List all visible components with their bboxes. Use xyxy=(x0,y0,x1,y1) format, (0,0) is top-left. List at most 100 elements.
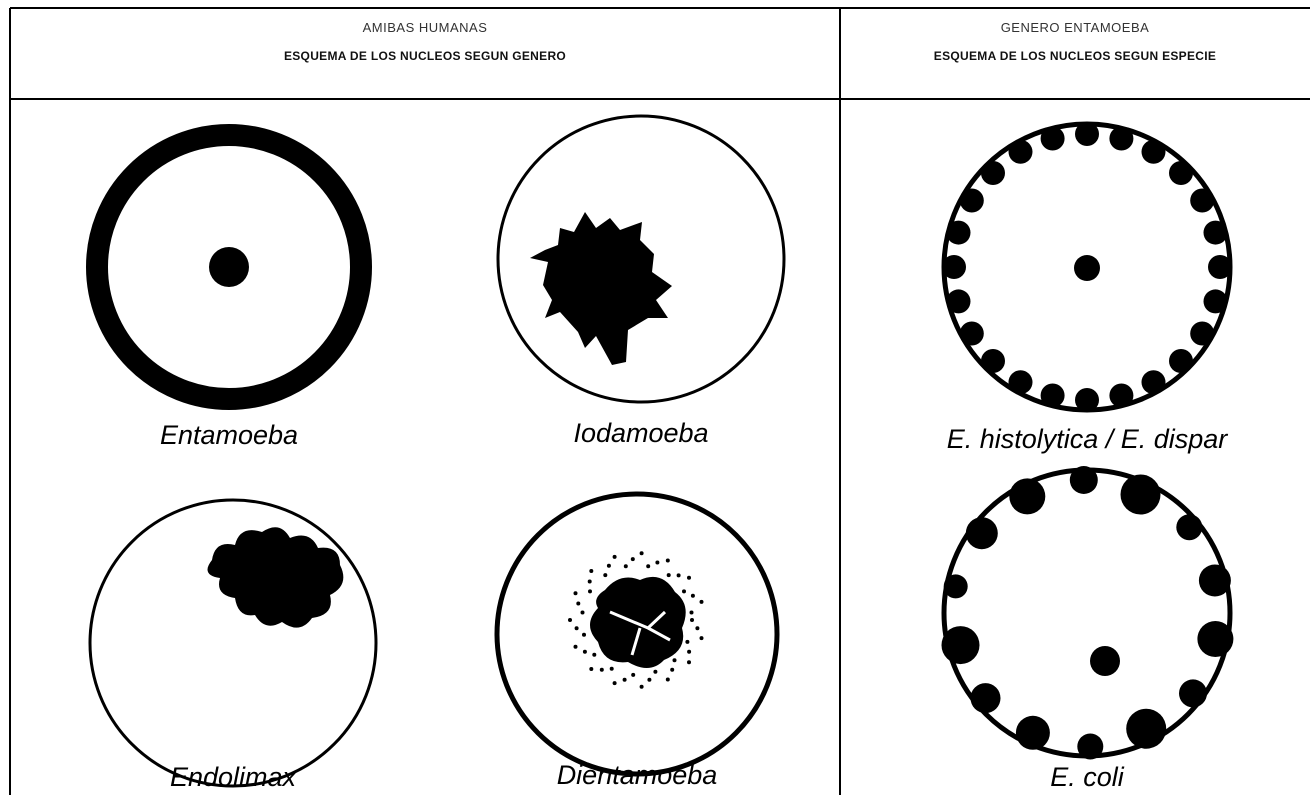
granule xyxy=(623,678,627,682)
granule xyxy=(631,557,635,561)
label-dientamoeba: Dientamoeba xyxy=(537,760,737,791)
chromatin-bead xyxy=(1075,122,1099,146)
granule xyxy=(695,626,699,630)
endolimax-nucleus xyxy=(90,500,376,786)
chromatin-bead xyxy=(1204,221,1228,245)
header-left: AMIBAS HUMANAS ESQUEMA DE LOS NUCLEOS SE… xyxy=(12,20,838,63)
chromatin-bead xyxy=(981,161,1005,185)
chromatin-clump xyxy=(1016,716,1050,750)
chromatin-clump xyxy=(1126,709,1166,749)
chromatin-bead xyxy=(1009,140,1033,164)
chromatin-bead xyxy=(1041,384,1065,408)
chromatin-bead xyxy=(1009,370,1033,394)
chromatin-bead xyxy=(1075,388,1099,412)
chromatin-clump xyxy=(966,517,998,549)
granule xyxy=(613,681,617,685)
granule xyxy=(603,573,607,577)
chromatin-bead xyxy=(1208,255,1232,279)
granule xyxy=(640,685,644,689)
label-coli: E. coli xyxy=(987,762,1187,793)
granule xyxy=(589,667,593,671)
granule xyxy=(691,594,695,598)
granule xyxy=(582,633,586,637)
chromatin-clump xyxy=(1197,621,1233,657)
granule xyxy=(640,551,644,555)
label-iodamoeba: Iodamoeba xyxy=(541,418,741,449)
chromatin-clump xyxy=(1176,514,1202,540)
granule xyxy=(700,636,704,640)
chromatin-clump xyxy=(1009,478,1045,514)
iodamoeba-nucleus xyxy=(498,116,784,402)
chromatin-clump xyxy=(971,683,1001,713)
header-left-title: AMIBAS HUMANAS xyxy=(12,20,838,35)
chromatin-bead xyxy=(1204,289,1228,313)
granule xyxy=(600,668,604,672)
granule xyxy=(575,626,579,630)
chromatin-bead xyxy=(942,255,966,279)
chromatin-bead xyxy=(1190,189,1214,213)
granule xyxy=(613,555,617,559)
chromatin-bead xyxy=(947,289,971,313)
chromatin-bead xyxy=(1142,370,1166,394)
chromatin-bead xyxy=(960,322,984,346)
chromatin-clump xyxy=(1121,475,1161,515)
granule xyxy=(581,611,585,615)
chromatin-clump xyxy=(942,626,980,664)
chromatin-bead xyxy=(960,189,984,213)
granule xyxy=(574,591,578,595)
chromatin-clump xyxy=(944,574,968,598)
granule xyxy=(670,668,674,672)
coli-nucleus xyxy=(942,466,1234,760)
granule xyxy=(687,650,691,654)
granule xyxy=(588,580,592,584)
granule xyxy=(576,602,580,606)
label-entamoeba: Entamoeba xyxy=(129,420,329,451)
granule xyxy=(646,564,650,568)
chromatin-bead xyxy=(1190,322,1214,346)
chromatin-bead xyxy=(1169,349,1193,373)
granule xyxy=(667,573,671,577)
chromatin-clump xyxy=(1179,679,1207,707)
chromatin-bead xyxy=(1169,161,1193,185)
granule xyxy=(624,564,628,568)
label-histolytica: E. histolytica / E. dispar xyxy=(907,424,1267,455)
granule xyxy=(592,653,596,657)
chromatin-bead xyxy=(1142,140,1166,164)
granule xyxy=(687,576,691,580)
granule xyxy=(700,600,704,604)
granule xyxy=(690,618,694,622)
label-endolimax: Endolimax xyxy=(133,762,333,793)
granule xyxy=(568,618,572,622)
chromatin-bead xyxy=(1041,127,1065,151)
granule xyxy=(655,561,659,565)
chromatin-clump xyxy=(1070,466,1098,494)
granule xyxy=(647,678,651,682)
granule xyxy=(687,660,691,664)
granule xyxy=(685,640,689,644)
chromatin-bead xyxy=(947,221,971,245)
granule xyxy=(610,667,614,671)
granule xyxy=(690,611,694,615)
chromatin-clump xyxy=(1199,565,1231,597)
header-right-title: GENERO ENTAMOEBA xyxy=(840,20,1310,35)
chromatin-bead xyxy=(1109,384,1133,408)
granule xyxy=(583,650,587,654)
granule xyxy=(588,589,592,593)
granule xyxy=(673,658,677,662)
granule xyxy=(666,678,670,682)
granule xyxy=(666,559,670,563)
granule xyxy=(653,670,657,674)
granule xyxy=(607,564,611,568)
granule xyxy=(631,673,635,677)
granule xyxy=(677,573,681,577)
header-right: GENERO ENTAMOEBA ESQUEMA DE LOS NUCLEOS … xyxy=(840,20,1310,63)
granule xyxy=(574,645,578,649)
histolytica-nucleus xyxy=(942,122,1232,412)
header-left-subtitle: ESQUEMA DE LOS NUCLEOS SEGUN GENERO xyxy=(12,49,838,63)
chromatin-bead xyxy=(981,349,1005,373)
dientamoeba-nucleus xyxy=(497,494,777,774)
entamoeba-nucleus xyxy=(97,135,361,399)
header-right-subtitle: ESQUEMA DE LOS NUCLEOS SEGUN ESPECIE xyxy=(840,49,1310,63)
